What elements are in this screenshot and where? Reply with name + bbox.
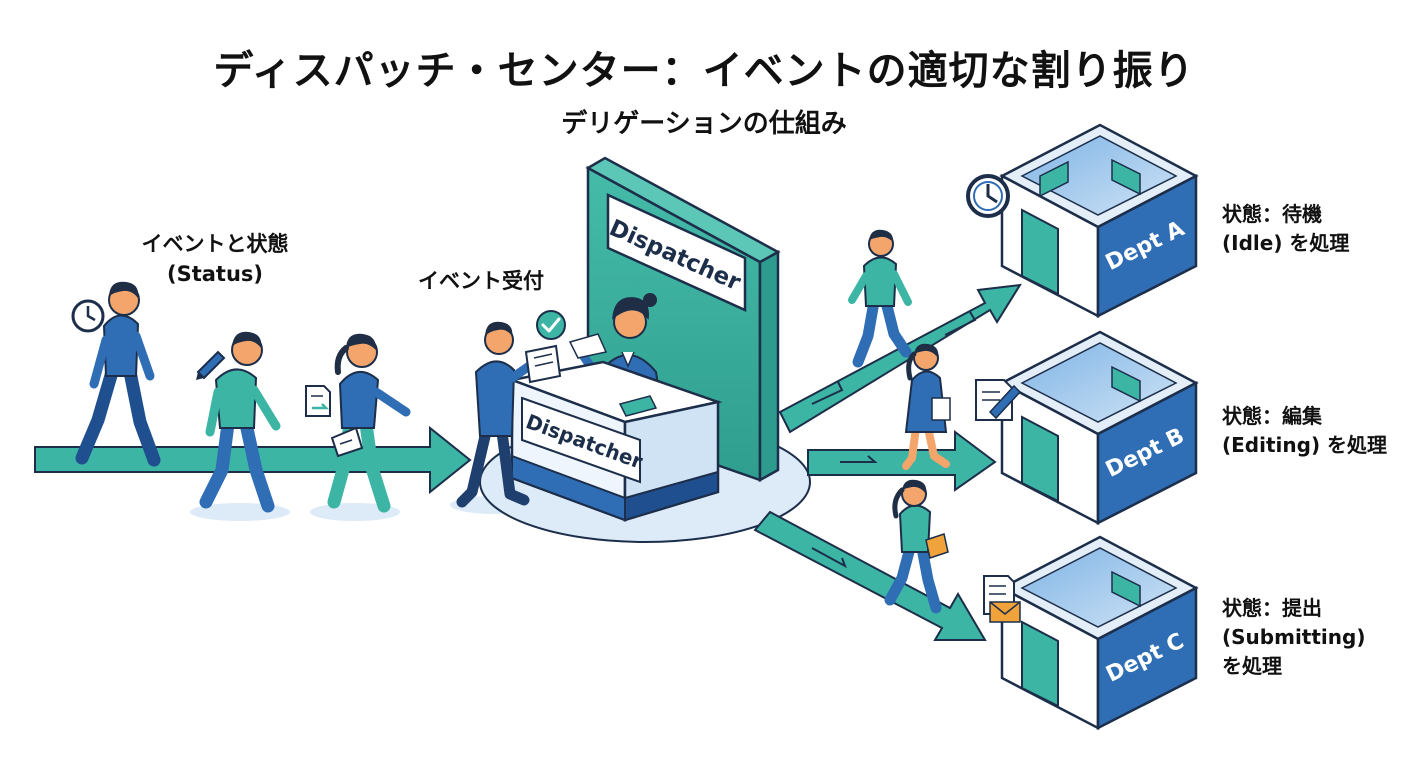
document-arrow-icon [305, 385, 331, 417]
dept-b-status: 状態：編集 (Editing) を処理 [1222, 402, 1387, 460]
arrow-to-dept-a [778, 283, 1022, 434]
dept-a-status-line1: 状態：待機 [1222, 202, 1322, 226]
page-title: ディスパッチ・センター：イベントの適切な割り振り [213, 48, 1195, 94]
person-idle [75, 281, 161, 467]
edit-document-icon [975, 379, 1022, 421]
arrow-to-dept-b [807, 430, 997, 492]
dept-b-box: Dept B [999, 330, 1199, 526]
reception-label: イベント受付 [418, 269, 544, 293]
dept-b-status-line1: 状態：編集 [1222, 404, 1322, 428]
mail-document-icon [983, 575, 1021, 623]
walker-to-dept-b [902, 343, 951, 470]
walker-to-dept-a [848, 229, 912, 368]
event-label: イベントと状態 (Status) [110, 229, 320, 289]
dept-c-status-line2: (Submitting) [1222, 625, 1366, 649]
pencil-icon [196, 350, 226, 380]
person-submitting [327, 333, 411, 513]
visitor-at-desk [456, 321, 562, 508]
dept-c-status-line1: 状態：提出 [1222, 596, 1322, 620]
dept-c-status: 状態：提出 (Submitting) を処理 [1222, 594, 1365, 681]
dept-c-box: Dept C [999, 535, 1199, 731]
dept-a-status: 状態：待機 (Idle) を処理 [1222, 200, 1349, 258]
event-label-line2: (Status) [166, 262, 264, 286]
dept-c-status-line3: を処理 [1222, 654, 1282, 678]
reception-desk: Dispatcher [507, 333, 723, 522]
clock-icon [966, 174, 1010, 218]
dept-a-status-line2: (Idle) を処理 [1222, 231, 1350, 255]
page-subtitle: デリゲーションの仕組み [561, 109, 847, 139]
walker-to-dept-c [884, 479, 949, 614]
person-editing [199, 331, 281, 513]
dept-b-status-line2: (Editing) を処理 [1222, 433, 1388, 457]
check-icon [536, 310, 566, 340]
clock-icon [71, 299, 105, 333]
dept-a-box: Dept A [999, 123, 1199, 319]
arrow-to-dept-c [753, 510, 987, 641]
event-label-line1: イベントと状態 [141, 232, 289, 256]
